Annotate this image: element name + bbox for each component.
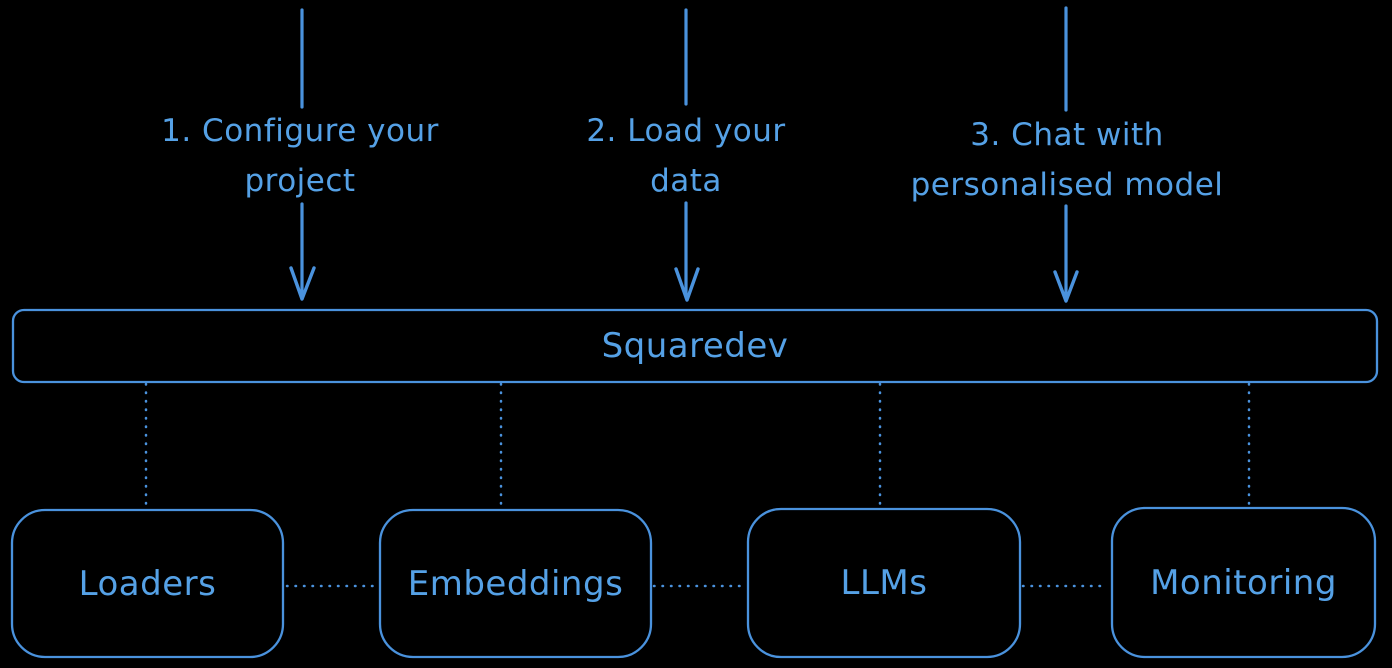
step-1-label-line1: 1. Configure your (161, 113, 439, 149)
arrow-down-icon (289, 266, 316, 301)
step-3-label-line2: personalised model (910, 167, 1224, 203)
arrow-step-1 (289, 8, 316, 301)
platform-label: Squaredev (601, 326, 789, 366)
platform-box (11, 308, 1379, 384)
step-3-label-line1: 3. Chat with (970, 117, 1164, 153)
step-2-label: 2. Load your data (536, 106, 836, 206)
step-1-label-line2: project (244, 163, 356, 199)
arrow-step-3 (1053, 6, 1079, 303)
component-box-loaders (10, 508, 285, 659)
component-label-loaders: Loaders (78, 563, 217, 604)
component-label-llms: LLMs (840, 563, 928, 603)
step-2-label-line2: data (650, 163, 722, 199)
component-label-monitoring: Monitoring (1150, 562, 1337, 603)
arrow-down-icon (1053, 270, 1079, 303)
component-box-monitoring (1110, 506, 1377, 659)
arrow-step-2 (674, 8, 700, 302)
arrow-down-icon (674, 267, 700, 302)
component-box-llms (746, 507, 1022, 659)
step-2-label-line1: 2. Load your (586, 113, 786, 149)
step-3-label: 3. Chat with personalised model (880, 110, 1254, 210)
component-label-embeddings: Embeddings (407, 563, 624, 604)
step-1-label: 1. Configure your project (120, 106, 480, 206)
component-box-embeddings (378, 508, 653, 659)
